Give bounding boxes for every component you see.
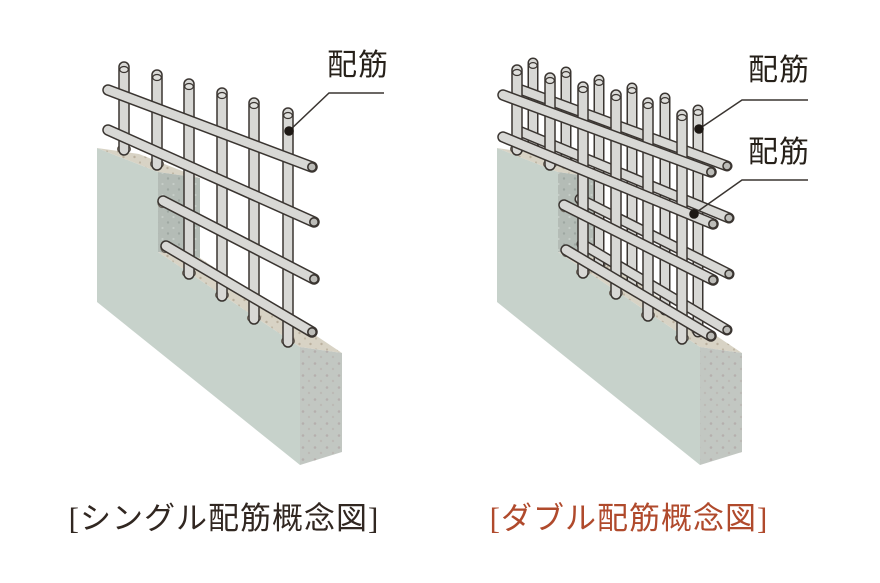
rebar-label-double-back: 配筋 <box>748 54 810 87</box>
rebar-label-double-front: 配筋 <box>748 136 810 169</box>
caption-double-diagram: [ダブル配筋概念図] <box>489 501 769 536</box>
rebar-end-caps <box>705 167 718 341</box>
caption-single-diagram: [シングル配筋概念図] <box>68 501 380 536</box>
double-diagram <box>497 57 808 465</box>
single-diagram <box>97 61 384 465</box>
front-vertical-rebar <box>511 64 688 345</box>
leader-line-single <box>284 92 384 136</box>
rebar-top-caps <box>512 68 687 122</box>
leader-dot <box>694 124 704 134</box>
rebar-top-caps <box>119 65 293 120</box>
leader-dot <box>284 126 294 136</box>
rebar-end-caps <box>306 162 319 337</box>
rebar-label-single: 配筋 <box>327 49 389 82</box>
leader-line-double-front <box>689 179 808 219</box>
rebar-top-caps <box>528 61 703 116</box>
horizontal-rebar-grid <box>102 84 320 338</box>
leader-dot <box>689 209 699 219</box>
rebar-end-caps <box>722 161 734 335</box>
front-horizontal-rebar <box>497 89 719 342</box>
leader-line-double-back <box>694 99 808 134</box>
